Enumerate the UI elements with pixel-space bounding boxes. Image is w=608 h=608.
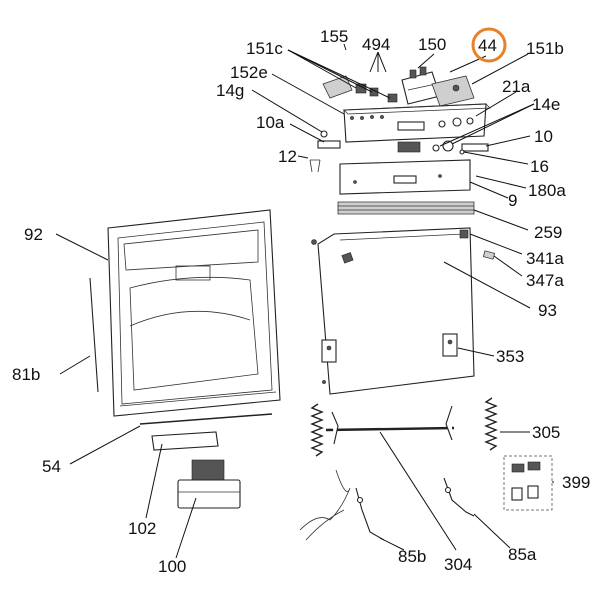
label-85b: 85b (398, 547, 426, 566)
label-12: 12 (278, 147, 297, 166)
label-347a: 347a (526, 271, 564, 290)
label-10a: 10a (256, 113, 285, 132)
label-259: 259 (534, 223, 562, 242)
label-341a: 341a (526, 249, 564, 268)
label-155: 155 (320, 27, 348, 46)
label-44: 44 (478, 36, 497, 55)
label-14e: 14e (532, 95, 560, 114)
hinge-85a (443, 477, 475, 517)
label-9: 9 (508, 191, 517, 210)
label-152e: 152e (230, 63, 268, 82)
label-100: 100 (158, 557, 186, 576)
label-10: 10 (534, 127, 553, 146)
highlight-circle (471, 27, 507, 63)
label-14g: 14g (216, 81, 244, 100)
label-180a: 180a (528, 181, 566, 200)
label-54: 54 (42, 457, 61, 476)
label-16: 16 (530, 157, 549, 176)
control-panel-21a (343, 103, 491, 143)
dispenser-100 (177, 459, 241, 509)
wire-harness (299, 469, 351, 541)
label-21a: 21a (502, 77, 531, 96)
label-305: 305 (532, 423, 560, 442)
screw-kit-399 (503, 455, 553, 511)
label-81b: 81b (12, 365, 40, 384)
label-353: 353 (496, 347, 524, 366)
label-399: 399 (562, 473, 590, 492)
seal-81b (89, 277, 99, 393)
part-10 (461, 143, 489, 152)
label-494: 494 (362, 35, 390, 54)
part-labels: 155 151c 494 150 44 151b 152e 21a 14g 14… (12, 27, 590, 576)
outer-door-panel-93 (311, 227, 496, 395)
label-150: 150 (418, 35, 446, 54)
label-151c: 151c (246, 39, 283, 58)
label-92: 92 (24, 225, 43, 244)
hinge-bar-304 (325, 405, 455, 445)
electronic-board-151b (431, 75, 475, 107)
seal-54 (139, 413, 273, 425)
panel-insert-9 (339, 159, 471, 195)
electronic-board-150 (401, 66, 441, 105)
spring-left (310, 403, 324, 457)
part-10a (317, 140, 341, 149)
label-93: 93 (538, 301, 557, 320)
label-304: 304 (444, 555, 472, 574)
label-102: 102 (128, 519, 156, 538)
control-module-151c (322, 75, 398, 103)
hinge-85b (355, 487, 385, 541)
part-14g (320, 130, 328, 138)
label-85a: 85a (508, 545, 537, 564)
clip-12 (309, 159, 321, 173)
handle-strip-259 (337, 201, 475, 215)
inner-door-92 (107, 209, 281, 417)
part-16 (459, 149, 465, 155)
label-151b: 151b (526, 39, 564, 58)
dispenser-seal-102 (151, 431, 219, 451)
knob-parts-14e (397, 140, 454, 153)
spring-305 (484, 397, 498, 451)
leader-lines (55, 43, 554, 559)
